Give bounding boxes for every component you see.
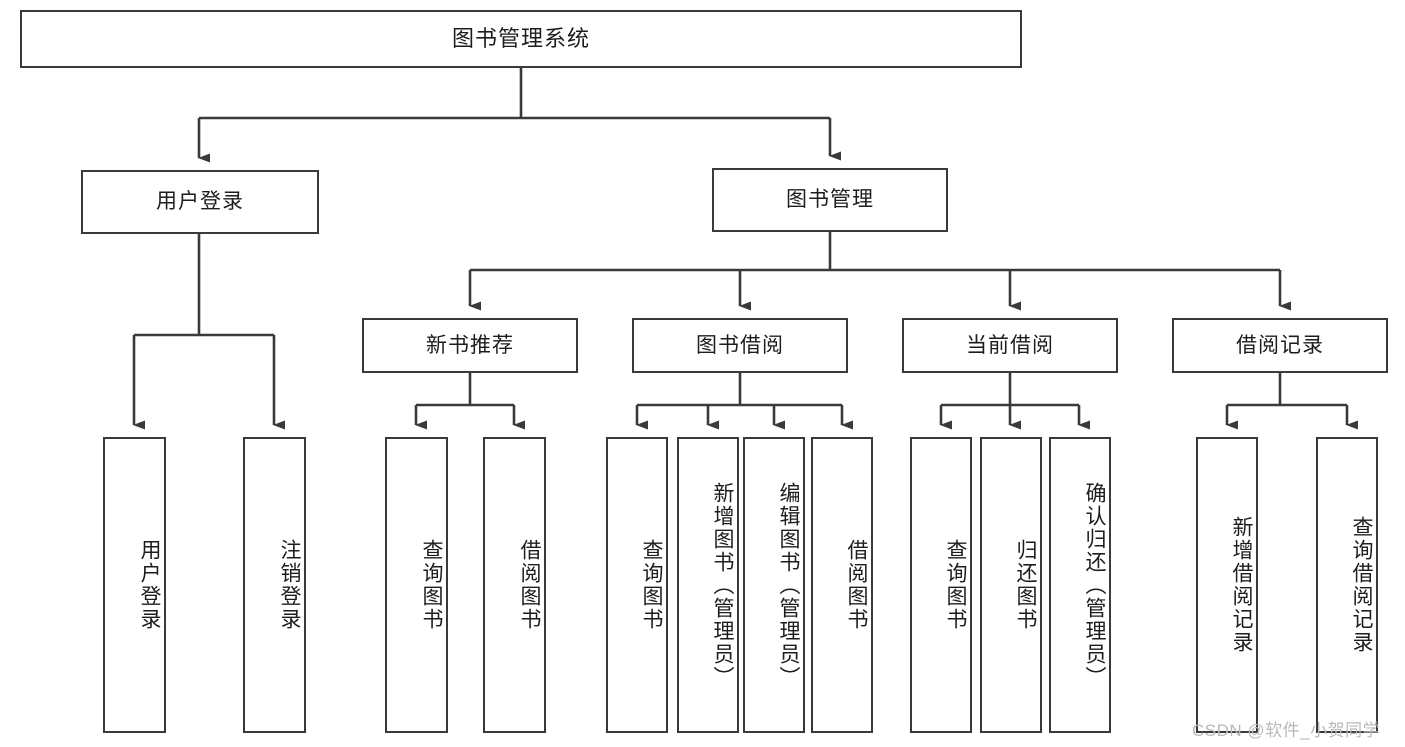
leaf-cb-return-book[interactable]: 归还图书 — [980, 437, 1042, 733]
leaf-nb-query-book[interactable]: 查询图书 — [385, 437, 448, 733]
leaf-bb-borrow-book[interactable]: 借阅图书 — [811, 437, 873, 733]
leaf-br-query-record-label: 查询借阅记录 — [1350, 516, 1373, 654]
node-user-login[interactable]: 用户登录 — [81, 170, 319, 234]
leaf-user-login[interactable]: 用户登录 — [103, 437, 166, 733]
leaf-nb-borrow-book[interactable]: 借阅图书 — [483, 437, 546, 733]
leaf-br-add-record[interactable]: 新增借阅记录 — [1196, 437, 1258, 733]
node-current-borrow-label: 当前借阅 — [966, 333, 1054, 357]
leaf-bb-add-book-label: 新增图书（管理员） — [711, 481, 734, 689]
leaf-bb-add-book[interactable]: 新增图书（管理员） — [677, 437, 739, 733]
node-root-label: 图书管理系统 — [451, 25, 590, 51]
leaf-cb-query-book[interactable]: 查询图书 — [910, 437, 972, 733]
leaf-logout-label: 注销登录 — [278, 539, 301, 631]
node-new-book-recommend[interactable]: 新书推荐 — [362, 318, 578, 373]
leaf-bb-query-book-label: 查询图书 — [640, 539, 663, 631]
leaf-bb-edit-book[interactable]: 编辑图书（管理员） — [743, 437, 805, 733]
leaf-br-add-record-label: 新增借阅记录 — [1230, 516, 1253, 654]
node-book-management-label: 图书管理 — [786, 188, 874, 212]
node-book-borrow[interactable]: 图书借阅 — [632, 318, 848, 373]
node-user-login-label: 用户登录 — [156, 190, 244, 214]
node-root-system[interactable]: 图书管理系统 — [20, 10, 1022, 68]
leaf-cb-return-book-label: 归还图书 — [1014, 539, 1037, 631]
node-new-book-recommend-label: 新书推荐 — [426, 333, 514, 357]
leaf-cb-query-book-label: 查询图书 — [944, 539, 967, 631]
leaf-logout[interactable]: 注销登录 — [243, 437, 306, 733]
node-borrow-record[interactable]: 借阅记录 — [1172, 318, 1388, 373]
leaf-user-login-label: 用户登录 — [138, 539, 161, 631]
node-borrow-record-label: 借阅记录 — [1236, 333, 1324, 357]
leaf-cb-confirm-return[interactable]: 确认归还（管理员） — [1049, 437, 1111, 733]
leaf-bb-query-book[interactable]: 查询图书 — [606, 437, 668, 733]
leaf-nb-borrow-book-label: 借阅图书 — [518, 539, 541, 631]
leaf-bb-borrow-book-label: 借阅图书 — [845, 539, 868, 631]
leaf-cb-confirm-return-label: 确认归还（管理员） — [1083, 481, 1106, 689]
node-current-borrow[interactable]: 当前借阅 — [902, 318, 1118, 373]
leaf-br-query-record[interactable]: 查询借阅记录 — [1316, 437, 1378, 733]
csdn-watermark: CSDN @软件_小贺同学 — [1192, 721, 1381, 740]
leaf-nb-query-book-label: 查询图书 — [420, 539, 443, 631]
leaf-bb-edit-book-label: 编辑图书（管理员） — [777, 481, 800, 689]
node-book-borrow-label: 图书借阅 — [696, 333, 784, 357]
node-book-management[interactable]: 图书管理 — [712, 168, 948, 232]
